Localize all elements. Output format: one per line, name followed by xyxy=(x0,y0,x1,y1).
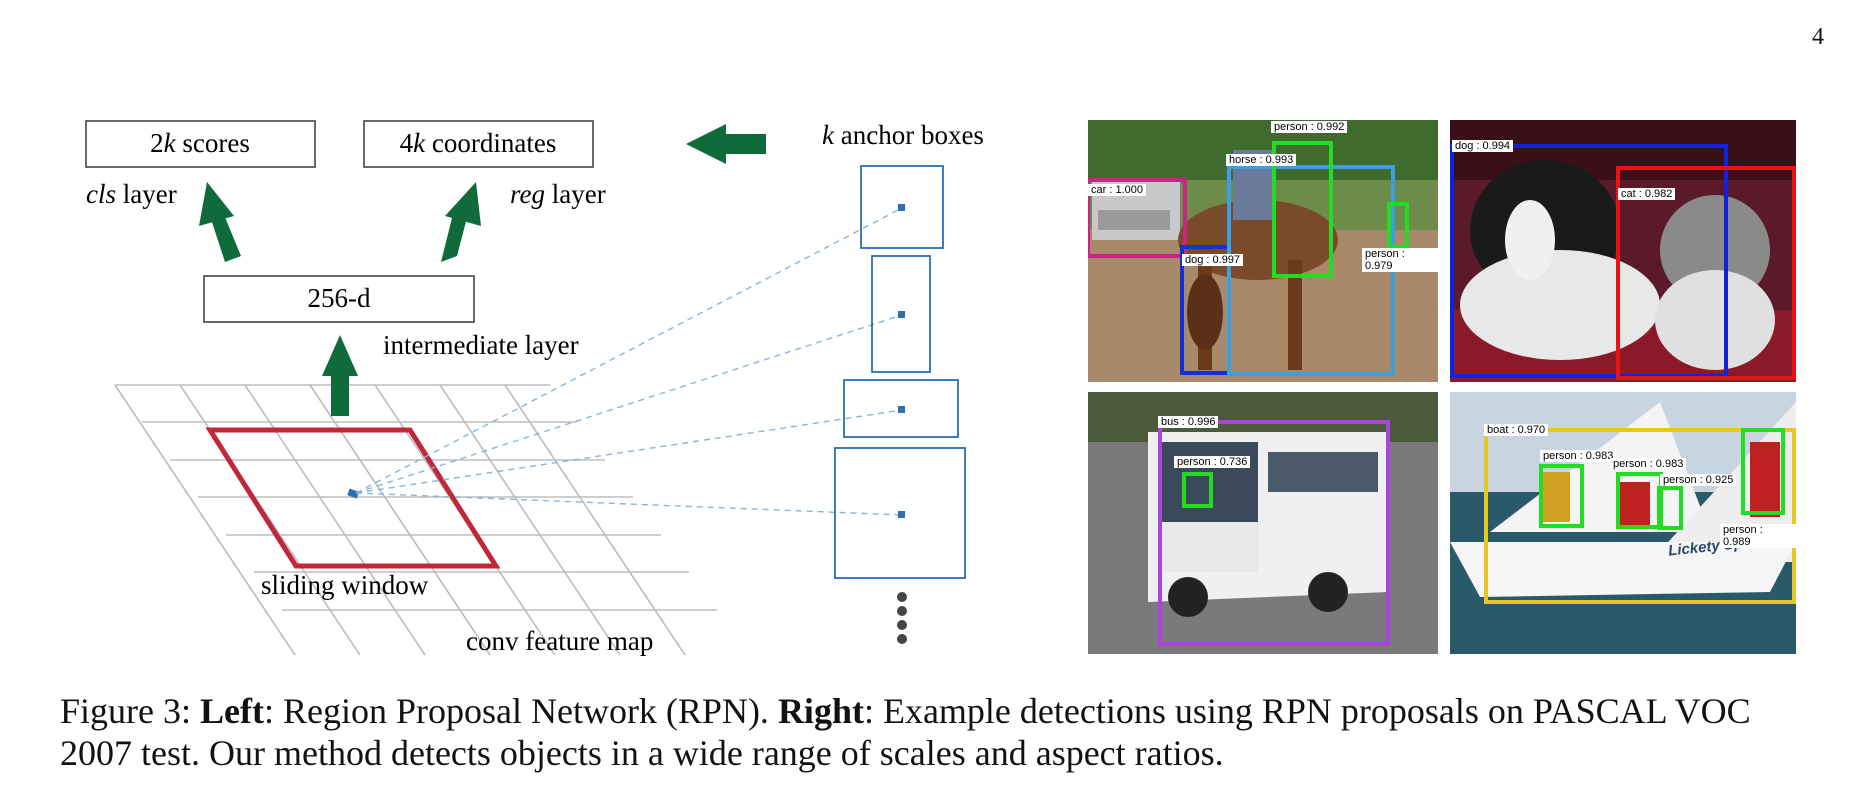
anchor-boxes xyxy=(834,165,966,579)
reg-layer-label: reg layer xyxy=(510,179,606,209)
detection-panel-boat: Lickety Split boat : 0.970 person : 0.98… xyxy=(1450,392,1796,654)
det-label: bus : 0.996 xyxy=(1158,416,1219,428)
intermediate-box xyxy=(203,275,475,323)
arrow-up-intermediate-icon xyxy=(322,335,358,416)
anchor-boxes-label: k anchor boxes xyxy=(822,120,984,150)
page-number: 4 xyxy=(1812,24,1824,50)
det-label: person : 0.992 xyxy=(1271,121,1348,133)
cls-layer-label: cls layer xyxy=(86,179,177,209)
conv-feature-map-label: conv feature map xyxy=(466,626,653,656)
det-label: boat : 0.970 xyxy=(1484,424,1549,436)
det-label: person : 0.989 xyxy=(1720,524,1796,548)
rpn-diagram: 2k scores 4k coordinates cls layer reg l… xyxy=(85,120,984,656)
sliding-window-label: sliding window xyxy=(261,570,429,600)
caption-figure: Figure 3: xyxy=(60,691,200,731)
conv-feature-map-grid xyxy=(114,384,717,656)
anchor-box-4 xyxy=(834,447,966,579)
ellipsis-dots xyxy=(897,592,907,644)
scores-label: 2k scores xyxy=(150,128,250,158)
detection-panel-bus: bus : 0.996 person : 0.736 xyxy=(1088,392,1438,654)
caption-left-text: : Region Proposal Network (RPN). xyxy=(263,691,778,731)
anchor-box-2 xyxy=(871,255,931,373)
det-label: dog : 0.994 xyxy=(1452,140,1514,152)
caption-left-bold: Left xyxy=(200,691,264,731)
arrow-to-reg-icon xyxy=(441,182,481,262)
scores-box xyxy=(85,120,316,168)
figure-caption: Figure 3: Left: Region Proposal Network … xyxy=(60,690,1830,774)
det-label: person : 0.979 xyxy=(1362,248,1438,272)
arrow-to-cls-icon xyxy=(199,182,241,262)
det-label: horse : 0.993 xyxy=(1226,154,1297,166)
intermediate-layer-label: intermediate layer xyxy=(383,330,579,360)
projection-lines xyxy=(355,207,903,516)
anchor-box-1 xyxy=(860,165,944,249)
caption-right-bold: Right xyxy=(777,691,864,731)
sliding-window xyxy=(205,427,501,569)
det-label: person : 0.983 xyxy=(1540,450,1617,462)
detection-panel-dog-cat: dog : 0.994 cat : 0.982 xyxy=(1450,120,1796,382)
anchor-box-3 xyxy=(843,379,959,438)
window-center xyxy=(347,488,360,499)
caption-right-text: : Example detections using RPN proposals… xyxy=(60,691,1751,773)
det-label: cat : 0.982 xyxy=(1618,188,1676,200)
det-label: car : 1.000 xyxy=(1088,184,1146,196)
arrow-left-icon xyxy=(686,124,766,164)
det-label: person : 0.983 xyxy=(1610,458,1687,470)
det-label: dog : 0.997 xyxy=(1182,254,1244,266)
coordinates-label: 4k coordinates xyxy=(400,128,557,158)
det-label: person : 0.925 xyxy=(1660,474,1737,486)
coordinates-box xyxy=(363,120,594,168)
anchor-centers xyxy=(898,204,905,518)
det-label: person : 0.736 xyxy=(1174,456,1251,468)
detection-panel-horse: person : 0.992 horse : 0.993 car : 1.000… xyxy=(1088,120,1438,382)
intermediate-box-label: 256-d xyxy=(308,283,371,313)
